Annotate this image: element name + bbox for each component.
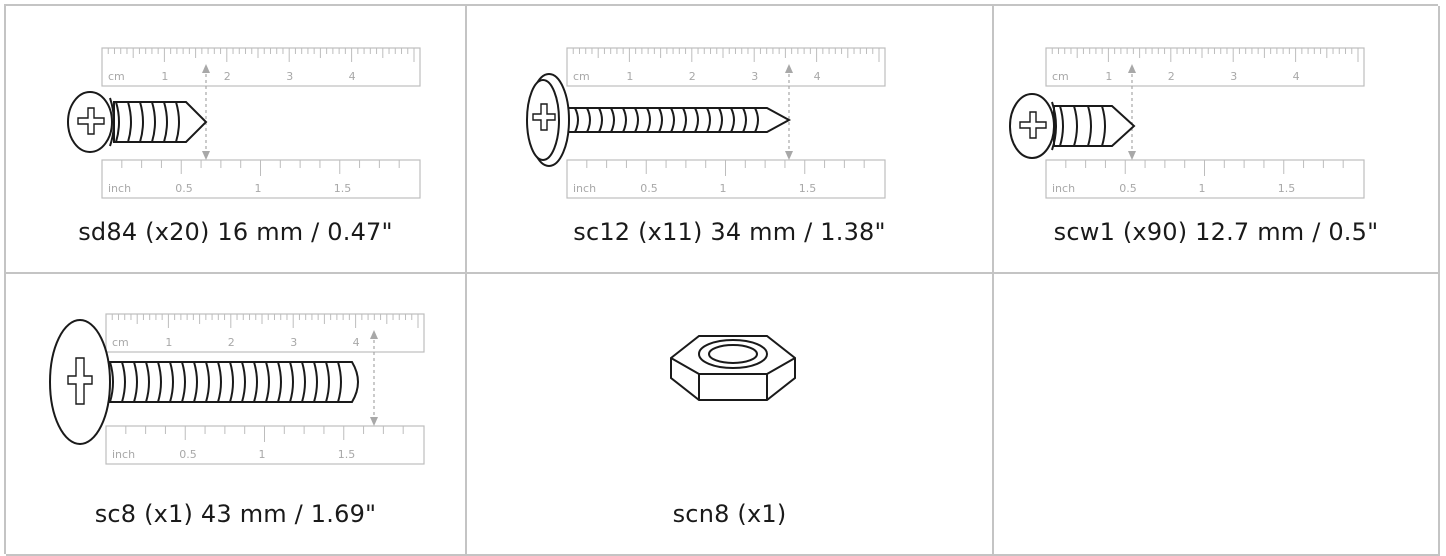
screw-diagram-sc12: cm 1 2 3 4 inch 0.5 1 1.5 [526,47,886,199]
hex-nut-diagram-scn8 [670,335,796,401]
cm-tick-label: 3 [751,70,758,83]
inch-tick-label: 1.5 [799,182,817,195]
cm-tick-label: 4 [814,70,821,83]
inch-tick-label: 1 [259,448,266,461]
measure-marker [370,330,378,426]
inch-ruler: inch 0.5 1 1.5 [1045,159,1365,199]
part-caption: scw1 (x90) 12.7 mm / 0.5" [1053,218,1379,246]
inch-ruler: inch 0.5 1 1.5 [105,425,425,465]
inch-tick-label: 1.5 [338,448,356,461]
cm-tick-label: 1 [161,70,168,83]
cm-unit-label: cm [108,70,125,83]
part-caption: sd84 (x20) 16 mm / 0.47" [78,218,393,246]
hex-nut-icon [670,335,796,401]
measure-marker [785,64,793,160]
cm-tick-label: 2 [689,70,696,83]
screw-icon [49,319,359,445]
cm-tick-label: 4 [349,70,356,83]
cm-tick-label: 2 [1168,70,1175,83]
screw-icon [526,73,792,167]
part-caption: sc8 (x1) 43 mm / 1.69" [94,500,377,528]
inch-unit-label: inch [1052,182,1075,195]
cm-unit-label: cm [112,336,129,349]
cm-ruler: cm 1 2 3 4 [566,47,886,87]
cm-tick-label: 3 [286,70,293,83]
inch-tick-label: 0.5 [1119,182,1137,195]
measure-marker [202,64,210,160]
part-caption: scn8 (x1) [672,500,787,528]
screw-icon [1009,93,1136,159]
cm-tick-label: 1 [165,336,172,349]
inch-tick-label: 1 [255,182,262,195]
cm-tick-label: 3 [290,336,297,349]
inch-ruler: inch 0.5 1 1.5 [566,159,886,199]
inch-unit-label: inch [573,182,596,195]
part-cell-sc12: cm 1 2 3 4 inch 0.5 1 1.5 sc12 (x11) 34 mm / 1.… [467,6,994,274]
inch-tick-label: 1.5 [334,182,352,195]
cm-unit-label: cm [573,70,590,83]
screw-diagram-scw1: cm 1 2 3 4 inch 0.5 1 1.5 [1009,47,1365,199]
inch-tick-label: 0.5 [175,182,193,195]
cm-tick-label: 1 [1105,70,1112,83]
cm-tick-label: 4 [1293,70,1300,83]
inch-tick-label: 0.5 [179,448,197,461]
part-cell-scw1: cm 1 2 3 4 inch 0.5 1 1.5 scw1 (x90) 12.7 mm / … [994,6,1440,274]
cm-tick-label: 1 [626,70,633,83]
inch-tick-label: 0.5 [640,182,658,195]
screw-diagram-sc8: cm 1 2 3 4 inch 0.5 1 1.5 [49,313,425,465]
part-cell-sc8: cm 1 2 3 4 inch 0.5 1 1.5 sc8 (x1) 43 mm / 1.69… [6,274,467,556]
cm-ruler: cm 1 2 3 4 [1045,47,1365,87]
part-cell-scn8: scn8 (x1) [467,274,994,556]
cm-ruler: cm 1 2 3 4 [101,47,421,87]
measure-marker [1128,64,1136,160]
cm-tick-label: 3 [1230,70,1237,83]
screw-diagram-sd84: cm 1 2 3 4 inch 0.5 1 1.5 [67,47,421,199]
inch-tick-label: 1 [1199,182,1206,195]
inch-unit-label: inch [108,182,131,195]
inch-ruler: inch 0.5 1 1.5 [101,159,421,199]
inch-tick-label: 1 [720,182,727,195]
cm-tick-label: 2 [228,336,235,349]
cm-unit-label: cm [1052,70,1069,83]
empty-cell [994,274,1440,556]
inch-unit-label: inch [112,448,135,461]
part-caption: sc12 (x11) 34 mm / 1.38" [573,218,886,246]
cm-tick-label: 4 [353,336,360,349]
part-cell-sd84: cm 1 2 3 4 inch 0.5 1 1.5 sd84 (x20) 16 mm / 0.… [6,6,467,274]
inch-tick-label: 1.5 [1278,182,1296,195]
cm-ruler: cm 1 2 3 4 [105,313,425,353]
screw-icon [67,91,208,153]
hardware-parts-grid: cm 1 2 3 4 inch 0.5 1 1.5 sd84 (x20) 16 mm / 0.… [4,4,1440,556]
cm-tick-label: 2 [224,70,231,83]
